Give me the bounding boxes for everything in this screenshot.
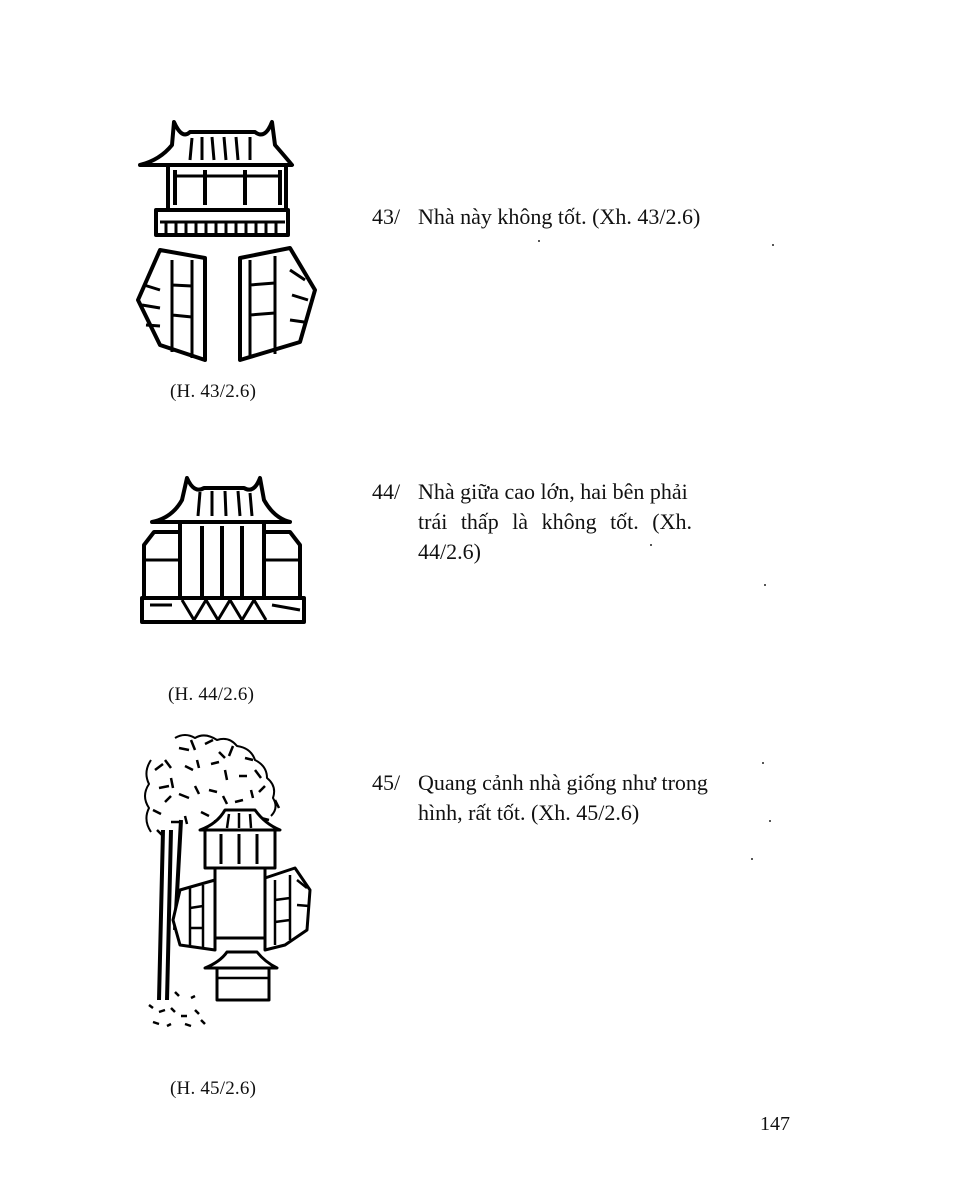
entry-44-line-1: Nhà giữa cao lớn, hai bên phải — [418, 479, 688, 504]
scan-speck — [769, 820, 771, 822]
entry-45: 45/ Quang cảnh nhà giống như trong hình,… — [372, 768, 804, 830]
scan-speck — [762, 762, 764, 764]
entry-45-number: 45/ — [372, 770, 401, 795]
entry-44: 44/ Nhà giữa cao lớn, hai bên phải trái … — [372, 477, 804, 569]
figure-45-illustration — [135, 730, 320, 1040]
scan-speck — [751, 858, 753, 860]
figure-45-caption: (H. 45/2.6) — [170, 1078, 257, 1099]
entry-44-number: 44/ — [372, 479, 401, 504]
entry-44-line-3: 44/2.6) — [418, 539, 481, 564]
figure-44-caption: (H. 44/2.6) — [168, 684, 255, 705]
entry-43-line-1: Nhà này không tốt. (Xh. 43/2.6) — [418, 204, 701, 229]
entry-45-line-1: Quang cảnh nhà giống như trong — [418, 770, 708, 795]
figure-44-illustration — [132, 470, 312, 630]
figure-43-caption: (H. 43/2.6) — [170, 381, 257, 402]
scan-speck — [764, 584, 766, 586]
entry-45-line-2: hình, rất tốt. (Xh. 45/2.6) — [418, 800, 640, 825]
page-number: 147 — [760, 1113, 790, 1135]
entry-43: 43/ Nhà này không tốt. (Xh. 43/2.6) — [372, 202, 782, 232]
scan-speck — [538, 240, 540, 242]
scan-speck — [772, 244, 774, 246]
scan-speck — [650, 544, 652, 546]
entry-43-number: 43/ — [372, 204, 401, 229]
figure-43-illustration — [130, 110, 330, 375]
entry-44-line-2: trái thấp là không tốt. (Xh. — [418, 509, 693, 534]
